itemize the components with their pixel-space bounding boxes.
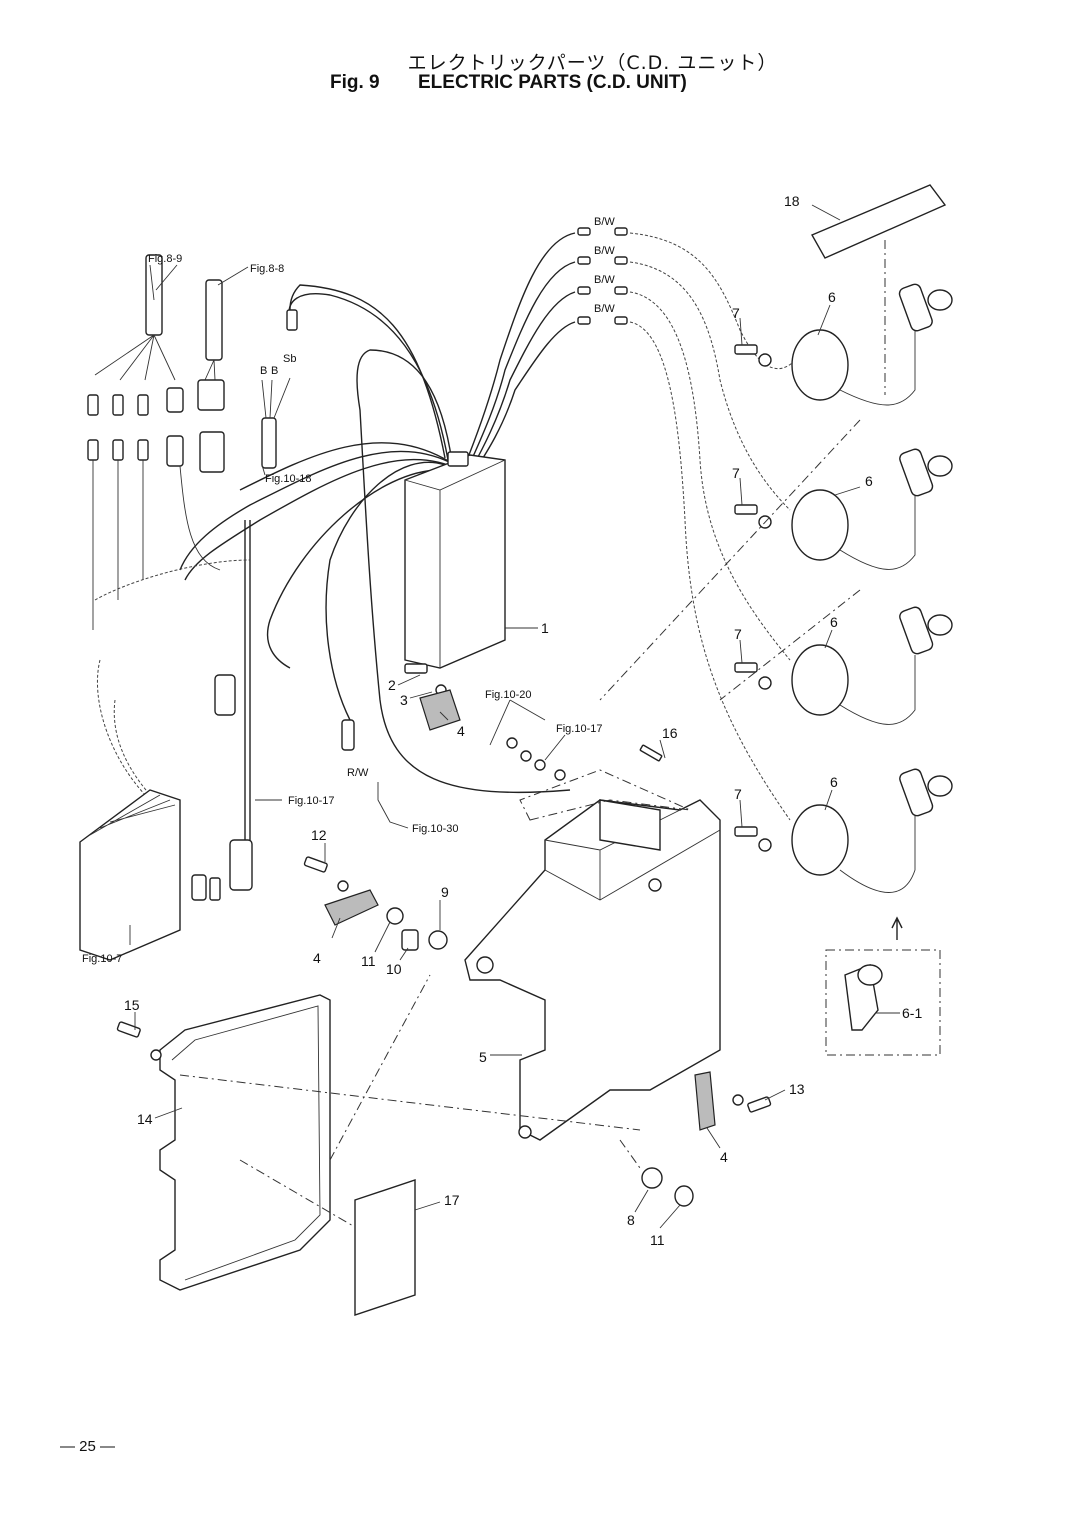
callout-6-1: 6-1 (902, 1005, 922, 1021)
coil-4 (734, 768, 953, 893)
wire-label-sb: Sb (283, 353, 296, 365)
wire-label-rw: R/W (347, 767, 369, 779)
ref-fig8-8: Fig.8-8 (250, 263, 284, 275)
ref-fig10-17a: Fig.10-17 (556, 723, 602, 735)
plug-cap-inset (825, 916, 941, 1056)
callout-14: 14 (137, 1111, 153, 1127)
cd-unit (404, 451, 506, 669)
callout-2: 2 (388, 677, 396, 693)
callout-8: 8 (627, 1212, 635, 1228)
title-english: Fig. 9 ELECTRIC PARTS (C.D. UNIT) (330, 72, 687, 94)
callout-4b: 4 (313, 950, 321, 966)
callout-6c: 6 (830, 614, 838, 630)
wire-label-bw-2: B/W (594, 245, 615, 257)
callout-7a: 7 (732, 305, 740, 321)
coil-3 (734, 606, 953, 725)
ref-fig10-20: Fig.10-20 (485, 689, 531, 701)
callout-16: 16 (662, 725, 678, 741)
cover-14 (159, 974, 641, 1291)
callout-10: 10 (386, 961, 402, 977)
callout-18: 18 (784, 193, 800, 209)
ref-fig8-9: Fig.8-9 (148, 253, 182, 265)
callout-12: 12 (311, 827, 327, 843)
callout-4a: 4 (457, 723, 465, 739)
ref-fig10-30: Fig.10-30 (412, 823, 458, 835)
coil-2 (734, 448, 953, 570)
callout-11a: 11 (361, 953, 376, 969)
callout-1: 1 (541, 620, 549, 636)
callout-6d: 6 (830, 774, 838, 790)
callout-17: 17 (444, 1192, 460, 1208)
callout-9: 9 (441, 884, 449, 900)
callout-6a: 6 (828, 289, 836, 305)
reference-labels: Fig.8-9 Fig.8-8 Fig.10-18 Fig.10-20 Fig.… (82, 253, 602, 965)
bw-terminals (577, 227, 628, 325)
callout-4c: 4 (720, 1149, 728, 1165)
ignition-coils (599, 240, 953, 893)
figure-number: Fig. 9 (330, 72, 380, 93)
label-17 (354, 1179, 416, 1316)
callout-15: 15 (124, 997, 140, 1013)
ref-fig10-18: Fig.10-18 (265, 473, 311, 485)
callout-7d: 7 (734, 786, 742, 802)
page-number: — 25 — (60, 1438, 116, 1455)
ref-fig10-17b: Fig.10-17 (288, 795, 334, 807)
callout-labels: 1 2 3 4 4 4 5 6 6 6 6 6-1 7 7 7 7 8 9 10… (124, 193, 922, 1248)
wire-label-b-1: B (260, 365, 267, 377)
wire-label-bw-4: B/W (594, 303, 615, 315)
wire-labels: B/W B/W B/W B/W R/W Sb B B (260, 216, 615, 779)
wire-label-bw-3: B/W (594, 274, 615, 286)
label-plate-18 (811, 184, 947, 259)
callout-5: 5 (479, 1049, 487, 1065)
title-japanese: エレクトリックパーツ（C.D. ユニット） (407, 52, 778, 74)
wire-label-bw-1: B/W (594, 216, 615, 228)
leader-lines (129, 204, 900, 1229)
ref-fig10-7: Fig.10-7 (82, 953, 122, 965)
bracket-5 (464, 769, 721, 1141)
callout-7b: 7 (732, 465, 740, 481)
callout-13: 13 (789, 1081, 805, 1097)
hardware (116, 663, 772, 1207)
left-connectors (79, 254, 298, 961)
coil-1 (734, 283, 953, 406)
callout-3: 3 (400, 692, 408, 708)
callout-11b: 11 (650, 1232, 665, 1248)
callout-7c: 7 (734, 626, 742, 642)
callout-6b: 6 (865, 473, 873, 489)
wire-label-b-2: B (271, 365, 278, 377)
figure-title: ELECTRIC PARTS (C.D. UNIT) (418, 72, 687, 93)
wire-harness (94, 232, 801, 880)
